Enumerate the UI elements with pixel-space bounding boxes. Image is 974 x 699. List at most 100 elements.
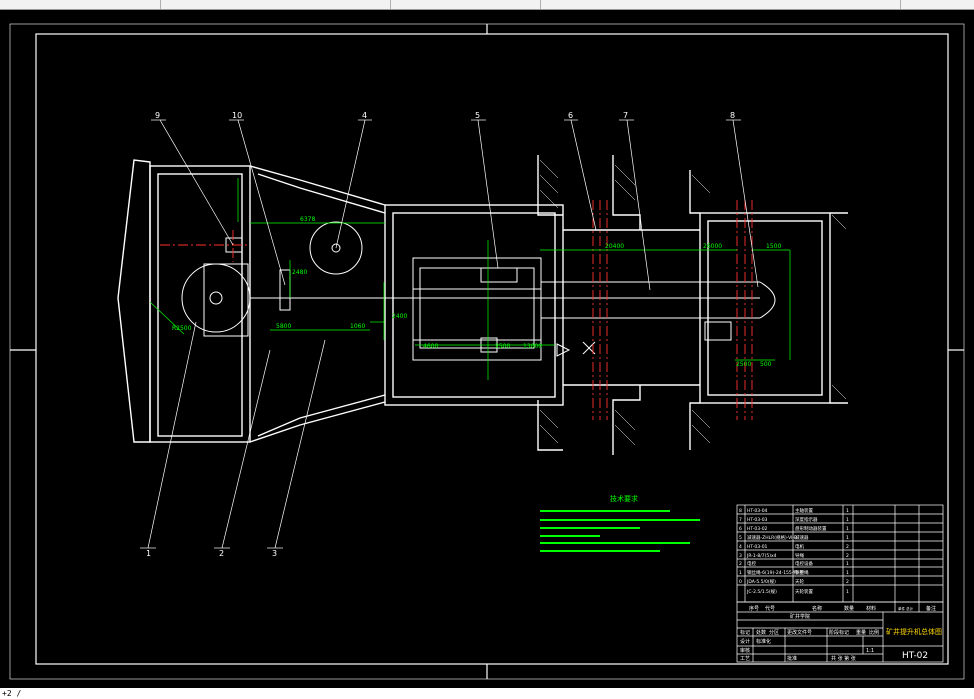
svg-text:1: 1	[846, 589, 849, 595]
parts-list	[736, 504, 944, 603]
svg-text:7: 7	[739, 517, 742, 523]
svg-text:1: 1	[846, 570, 849, 576]
dim-500: 500	[760, 361, 772, 368]
svg-text:分区: 分区	[769, 629, 779, 636]
svg-text:1: 1	[739, 570, 742, 576]
dim-20400: 20400	[605, 243, 624, 250]
svg-text:减速器: 减速器	[795, 534, 809, 541]
callout-8: 8	[730, 111, 735, 120]
toolbar-segment[interactable]	[160, 0, 391, 9]
callout-5: 5	[475, 111, 480, 120]
svg-text:JDA-5.5/0(规): JDA-5.5/0(规)	[746, 578, 776, 585]
dim-r2500: R2500	[172, 325, 192, 332]
callout-1: 1	[146, 549, 151, 558]
svg-text:电机: 电机	[795, 543, 804, 550]
svg-text:导绳: 导绳	[795, 552, 804, 559]
title-block	[736, 601, 944, 663]
dim-6378: 6378	[300, 216, 315, 223]
svg-text:天轮装置: 天轮装置	[795, 588, 813, 595]
svg-text:设计: 设计	[740, 638, 750, 645]
svg-text:JC-2.5/1.5(规): JC-2.5/1.5(规)	[746, 588, 777, 595]
callout-3: 3	[272, 549, 277, 558]
dimension-lines	[149, 178, 791, 380]
dim-2500: 2500	[495, 343, 510, 350]
svg-text:深度指示器: 深度指示器	[795, 516, 818, 523]
scale-value: 1:1	[866, 648, 874, 654]
svg-text:共 张 第 张: 共 张 第 张	[831, 655, 856, 662]
cad-drawing-canvas[interactable]: 6378 20400 26000 1500 2480 5800 1060 240…	[0, 9, 974, 688]
dim-26000: 26000	[703, 243, 722, 250]
svg-text:8: 8	[739, 508, 742, 514]
svg-text:HT-03-03: HT-03-03	[747, 517, 768, 523]
toolbar-segment[interactable]	[390, 0, 541, 9]
dim-13000: 13000	[523, 343, 542, 350]
wall-hatching	[539, 159, 847, 446]
svg-text:1: 1	[846, 517, 849, 523]
dim-2500b: 2500	[736, 361, 751, 368]
svg-text:HT-03-01: HT-03-01	[747, 544, 768, 550]
svg-text:HT-03-04: HT-03-04	[747, 508, 768, 514]
svg-text:数量: 数量	[844, 605, 854, 612]
toolbar-segment[interactable]	[0, 0, 161, 9]
svg-text:审核: 审核	[740, 647, 750, 654]
svg-text:单件 总计: 单件 总计	[898, 606, 914, 611]
svg-text:备注: 备注	[926, 605, 936, 612]
svg-text:减速器-ZHLR(规格)-VI-B: 减速器-ZHLR(规格)-VI-B	[747, 534, 797, 541]
svg-text:钢丝绳-6(19)-24-155-特-甲: 钢丝绳-6(19)-24-155-特-甲	[747, 569, 804, 576]
svg-text:批准: 批准	[787, 655, 797, 662]
technical-notes: 技术要求	[540, 494, 700, 552]
hoist-machinery	[181, 221, 776, 361]
svg-text:更改文件号: 更改文件号	[787, 629, 812, 636]
svg-text:处数: 处数	[756, 629, 766, 636]
svg-text:天轮: 天轮	[795, 578, 804, 585]
svg-text:名称: 名称	[812, 605, 822, 612]
toolbar-strip	[0, 0, 974, 10]
svg-text:3: 3	[739, 553, 742, 559]
svg-text:1: 1	[846, 561, 849, 567]
svg-text:盘形制动器装置: 盘形制动器装置	[795, 525, 827, 532]
dimension-labels: 6378 20400 26000 1500 2480 5800 1060 240…	[172, 216, 781, 368]
svg-text:序号: 序号	[749, 605, 759, 612]
dim-2400: 2400	[392, 313, 407, 320]
svg-text:5: 5	[739, 535, 742, 541]
school-name: 矿井学院	[790, 613, 810, 620]
callout-6: 6	[568, 111, 573, 120]
svg-text:重量: 重量	[856, 629, 866, 636]
callout-numbers: 9 10 4 5 6 7 8 1 2 3	[146, 111, 735, 558]
command-line[interactable]: +2 /	[0, 688, 974, 699]
dim-5800: 5800	[276, 323, 291, 330]
svg-text:标准化: 标准化	[756, 638, 771, 645]
callout-4: 4	[362, 111, 367, 120]
svg-text:6: 6	[739, 526, 742, 532]
svg-text:工艺: 工艺	[740, 656, 750, 662]
drawing-number: HT-02	[902, 651, 928, 661]
svg-text:阶段标记: 阶段标记	[829, 629, 849, 636]
dim-1060: 1060	[350, 323, 365, 330]
sheet-frame	[9, 23, 965, 680]
svg-text:代号: 代号	[765, 605, 775, 612]
svg-text:1: 1	[846, 535, 849, 541]
title-block-text: 序号 代号 名称 数量 材料 单件 总计 备注 标记 处数 分区 更改文件号 阶…	[740, 605, 936, 662]
svg-text:2: 2	[846, 553, 849, 559]
dim-2480: 2480	[292, 269, 307, 276]
toolbar-segment[interactable]	[540, 0, 901, 9]
svg-text:电控: 电控	[747, 560, 756, 567]
callout-2: 2	[219, 549, 224, 558]
svg-text:电控设备: 电控设备	[795, 560, 813, 567]
centerlines	[160, 200, 753, 420]
svg-text:1: 1	[846, 508, 849, 514]
building-outline	[117, 155, 848, 455]
drawing-name: 矿井提升机总体图	[886, 627, 942, 636]
callout-9: 9	[155, 111, 160, 120]
dim-4600: 4600	[423, 343, 438, 350]
callout-10: 10	[232, 111, 242, 120]
notes-title: 技术要求	[610, 494, 638, 503]
svg-text:标记: 标记	[740, 629, 750, 636]
svg-text:HT-03-02: HT-03-02	[747, 526, 768, 532]
svg-text:0: 0	[739, 579, 742, 585]
svg-text:1: 1	[846, 526, 849, 532]
svg-text:主轴装置: 主轴装置	[795, 507, 813, 514]
svg-text:钢丝绳: 钢丝绳	[795, 569, 809, 576]
parts-list-text: 8 HT-03-04 主轴装置 1 7 HT-03-03 深度指示器 1 6 H…	[739, 507, 849, 595]
svg-text:材料: 材料	[866, 605, 876, 612]
